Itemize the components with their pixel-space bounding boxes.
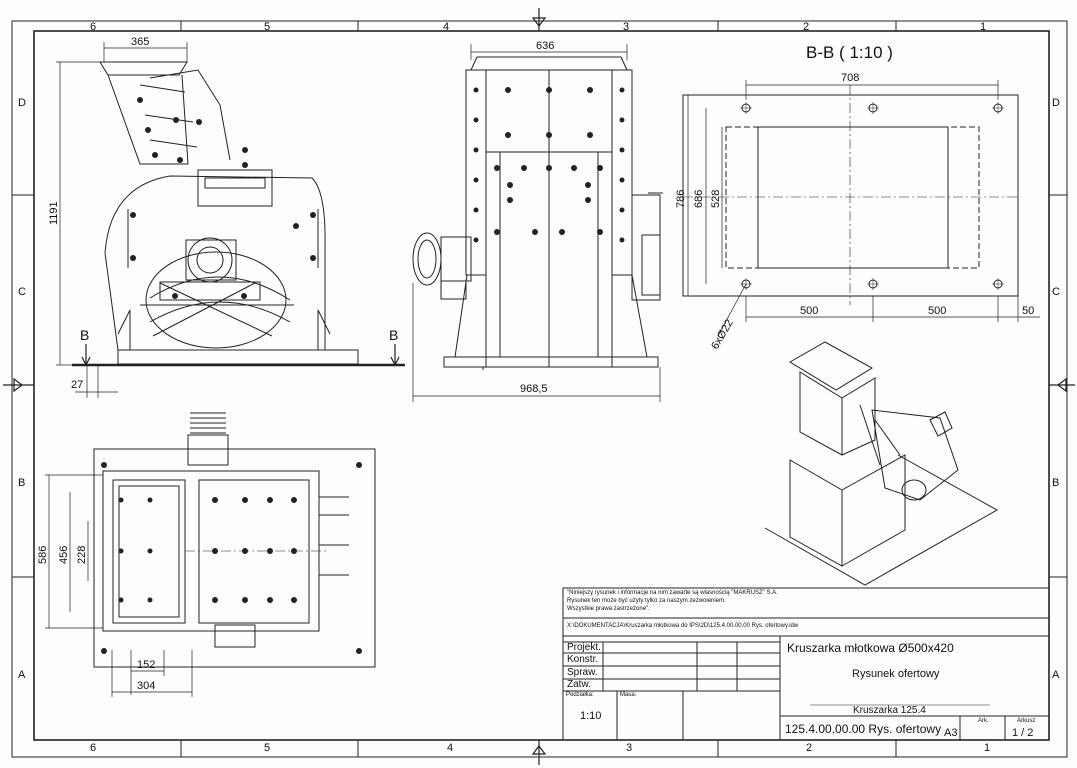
dim-plan-304: 304: [137, 680, 155, 692]
col-label-6-bottom: 6: [90, 742, 96, 754]
dim-bb-500-left: 500: [800, 305, 818, 317]
sheet-number: 1 / 2: [1012, 727, 1034, 739]
col-label-3-bottom: 3: [626, 742, 632, 754]
notice-line-2: Rysunek ten może być użyty tylko za nasz…: [567, 598, 726, 604]
side-dims: [56, 42, 188, 398]
drawing-number: 125.4.00.00.00 Rys. ofertowy: [785, 722, 942, 736]
plan-dims: [45, 474, 193, 697]
side-view-details: [130, 97, 316, 299]
col-label-2: 2: [803, 21, 809, 33]
col-label-4: 4: [443, 21, 449, 33]
row-label-a-right: A: [1052, 669, 1060, 681]
mass-label: Masa:: [620, 692, 637, 698]
col-label-2-bottom: 2: [806, 742, 812, 754]
sheet-label-b: Arkusz: [1017, 718, 1036, 724]
title-text: Kruszarka młotkowa Ø500x420: [787, 641, 954, 655]
plan-view: [93, 412, 376, 668]
row-label-c: C: [18, 286, 26, 298]
front-view: [412, 56, 663, 370]
dim-bb-500-right: 500: [928, 305, 946, 317]
dim-front-base: 968,5: [520, 383, 548, 395]
dim-side-height: 1191: [48, 201, 60, 225]
side-view: [72, 61, 405, 367]
section-bb-dims: [687, 80, 1040, 337]
file-path: X:\DOKUMENTACJA\Kruszarka młotkowa do IP…: [567, 623, 799, 629]
dimension-labels: 365 1191 27 636 968,5 586 456 228 152 30…: [37, 36, 1034, 692]
section-bb-holes: [740, 102, 1004, 290]
section-title: B-B ( 1:10 ): [806, 43, 893, 62]
role-projekt: Projekt.: [567, 642, 601, 653]
role-zatw: Zatw.: [567, 679, 591, 690]
col-label-5: 5: [264, 21, 270, 33]
title-block-lines: [562, 587, 1050, 741]
centering-marks: [3, 8, 1075, 765]
dim-bb-786: 786: [675, 190, 687, 208]
section-bb: [682, 85, 1019, 305]
zone-labels: 6 5 4 3 2 1 6 5 4 3 2 1 D C B A D C B A: [18, 21, 1060, 754]
row-label-d: D: [18, 97, 26, 109]
col-label-4-bottom: 4: [447, 742, 453, 754]
section-cut-marks: [81, 344, 400, 367]
role-spraw: Spraw.: [567, 667, 598, 678]
dim-bb-50: 50: [1022, 305, 1034, 317]
dim-plan-228: 228: [76, 546, 88, 564]
dim-bb-686: 686: [693, 190, 705, 208]
dim-bb-528: 528: [710, 190, 722, 208]
sheet-label-a: Ark.: [978, 718, 989, 724]
part-name: Kruszarka 125.4: [853, 705, 926, 716]
dim-plan-152: 152: [137, 659, 155, 671]
dim-bb-holes: 6xØ22: [709, 317, 736, 351]
section-cut-label-right: B: [389, 327, 398, 343]
row-label-a: A: [18, 669, 26, 681]
section-cut-label-left: B: [80, 327, 89, 343]
dim-plan-456: 456: [58, 546, 70, 564]
row-label-d-right: D: [1052, 97, 1060, 109]
dim-bb-708: 708: [841, 72, 859, 84]
col-label-6: 6: [90, 21, 96, 33]
row-label-c-right: C: [1052, 286, 1060, 298]
format-label: A3: [944, 727, 958, 739]
front-view-details: [473, 87, 625, 243]
dim-side-offset: 27: [71, 379, 83, 391]
plan-view-details: [101, 462, 362, 654]
notice-line-1: "Niniejszy rysunek i informacje na nim z…: [567, 590, 778, 596]
col-label-1: 1: [980, 21, 986, 33]
dim-front-width: 636: [536, 40, 554, 52]
col-label-5-bottom: 5: [264, 742, 270, 754]
scale-label: Podziałka:: [566, 692, 594, 698]
subtitle-text: Rysunek ofertowy: [852, 668, 940, 680]
dim-side-width: 365: [131, 36, 149, 48]
col-label-3: 3: [623, 21, 629, 33]
notice-line-3: Wszystkie prawa zastrzeżone".: [567, 606, 650, 612]
front-dims: [412, 44, 661, 402]
isometric-view: [764, 341, 999, 586]
role-konstr: Konstr.: [567, 654, 599, 665]
row-label-b: B: [18, 477, 25, 489]
scale-value: 1:10: [580, 710, 602, 722]
dim-plan-586: 586: [37, 546, 49, 564]
col-label-1-bottom: 1: [984, 742, 990, 754]
row-label-b-right: B: [1052, 477, 1059, 489]
